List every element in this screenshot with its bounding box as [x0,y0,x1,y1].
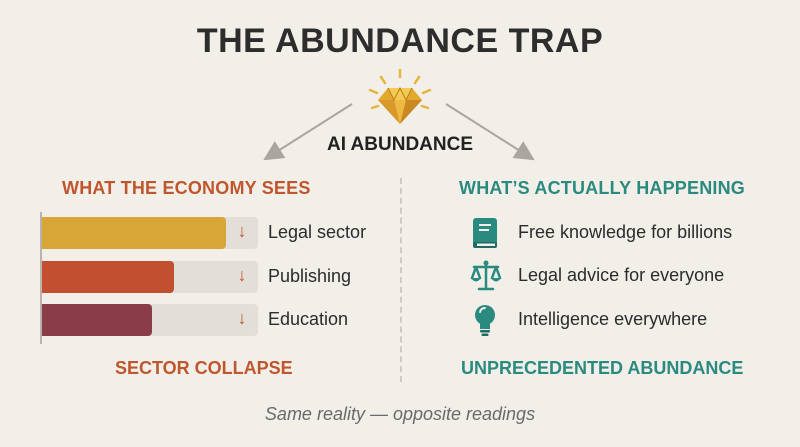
right-heading: WHAT’S ACTUALLY HAPPENING [459,178,746,198]
abundance-label: Free knowledge for billions [518,222,733,242]
diamond-icon [364,68,436,134]
bar-track [42,304,258,336]
down-arrow-icon: ↓ [237,221,247,241]
page-title: THE ABUNDANCE TRAP [196,22,604,60]
bar-axis [40,212,42,344]
bar-track [42,261,258,293]
down-arrow-icon: ↓ [237,265,247,285]
sector-label: Legal sector [268,222,367,242]
sector-label: Publishing [268,266,352,286]
right-footer: UNPRECEDENTED ABUNDANCE [461,358,744,378]
book-icon [470,216,502,250]
left-footer: SECTOR COLLAPSE [115,358,293,378]
abundance-label: Intelligence everywhere [518,309,708,329]
sector-label: Education [268,309,349,329]
center-divider [400,178,402,382]
scales-icon [470,259,502,293]
abundance-label: Legal advice for everyone [518,265,725,285]
down-arrow-icon: ↓ [237,308,247,328]
bar-fill [42,304,153,336]
center-label: AI ABUNDANCE [326,134,474,155]
caption: Same reality — opposite readings [264,404,536,424]
bar-fill [42,261,174,293]
left-heading: WHAT THE ECONOMY SEES [62,178,311,198]
lightbulb-icon [470,303,502,337]
bar-track [42,217,258,249]
bar-fill [42,217,226,249]
